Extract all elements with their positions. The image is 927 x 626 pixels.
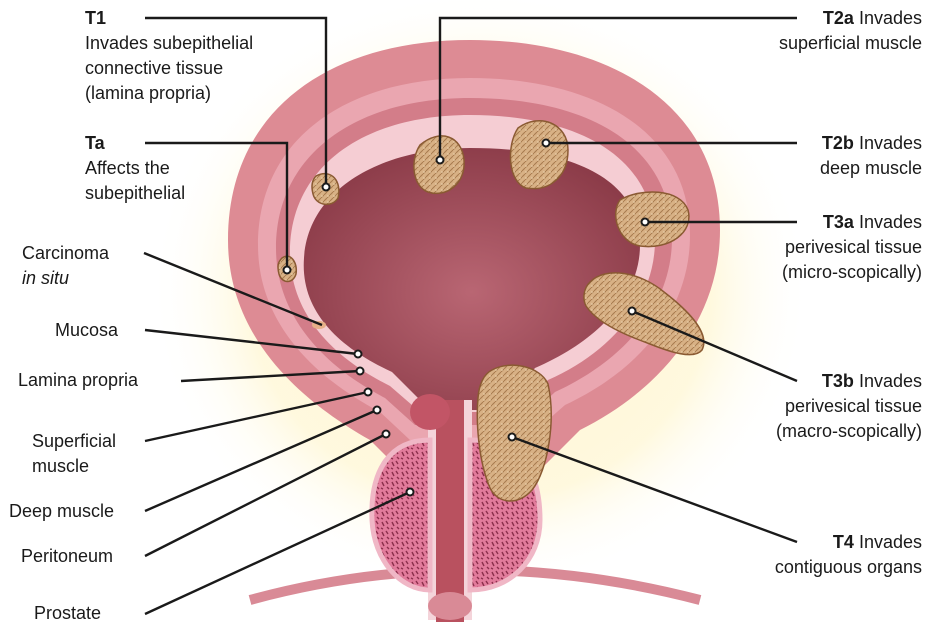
- t1-line1: Invades subepithelial: [85, 33, 253, 53]
- label-deep-muscle: Deep muscle: [9, 499, 114, 524]
- t2b-code: T2b: [822, 133, 854, 153]
- t3b-line2: (macro-scopically): [776, 421, 922, 441]
- t3b-code: T3b: [822, 371, 854, 391]
- label-lamina-propria: Lamina propria: [18, 368, 138, 393]
- label-t3b: T3b Invades perivesical tissue (macro-sc…: [776, 369, 922, 444]
- t2b-inline: Invades: [859, 133, 922, 153]
- t2a-code: T2a: [823, 8, 854, 28]
- label-t2a: T2a Invades superficial muscle: [779, 6, 922, 56]
- cis-line2: in situ: [22, 268, 69, 288]
- t3a-code: T3a: [823, 212, 854, 232]
- t4-code: T4: [833, 532, 854, 552]
- label-t2b: T2b Invades deep muscle: [820, 131, 922, 181]
- label-t1: T1 Invades subepithelial connective tiss…: [85, 6, 253, 106]
- t2b-line1: deep muscle: [820, 158, 922, 178]
- t2a-line1: superficial muscle: [779, 33, 922, 53]
- ta-code: Ta: [85, 133, 105, 153]
- t3b-line1: perivesical tissue: [785, 396, 922, 416]
- label-t4: T4 Invades contiguous organs: [775, 530, 922, 580]
- t3a-inline: Invades: [859, 212, 922, 232]
- label-t3a: T3a Invades perivesical tissue (micro-sc…: [782, 210, 922, 285]
- label-peritoneum: Peritoneum: [21, 544, 113, 569]
- t4-line1: contiguous organs: [775, 557, 922, 577]
- t3a-line1: perivesical tissue: [785, 237, 922, 257]
- ta-line2: subepithelial: [85, 183, 185, 203]
- t3a-line2: (micro-scopically): [782, 262, 922, 282]
- superficial-line1: Superficial: [32, 431, 116, 451]
- t3b-inline: Invades: [859, 371, 922, 391]
- label-mucosa: Mucosa: [55, 318, 118, 343]
- t1-line2: connective tissue: [85, 58, 223, 78]
- t2a-inline: Invades: [859, 8, 922, 28]
- cis-line1: Carcinoma: [22, 243, 109, 263]
- label-carcinoma-in-situ: Carcinoma in situ: [22, 241, 109, 291]
- t1-line3: (lamina propria): [85, 83, 211, 103]
- label-ta: Ta Affects the subepithelial: [85, 131, 185, 206]
- label-prostate: Prostate: [34, 601, 101, 626]
- ureter-orifice: [410, 394, 450, 430]
- t4-inline: Invades: [859, 532, 922, 552]
- label-superficial-muscle: Superficial muscle: [32, 429, 116, 479]
- t1-code: T1: [85, 8, 106, 28]
- superficial-line2: muscle: [32, 456, 89, 476]
- ta-line1: Affects the: [85, 158, 170, 178]
